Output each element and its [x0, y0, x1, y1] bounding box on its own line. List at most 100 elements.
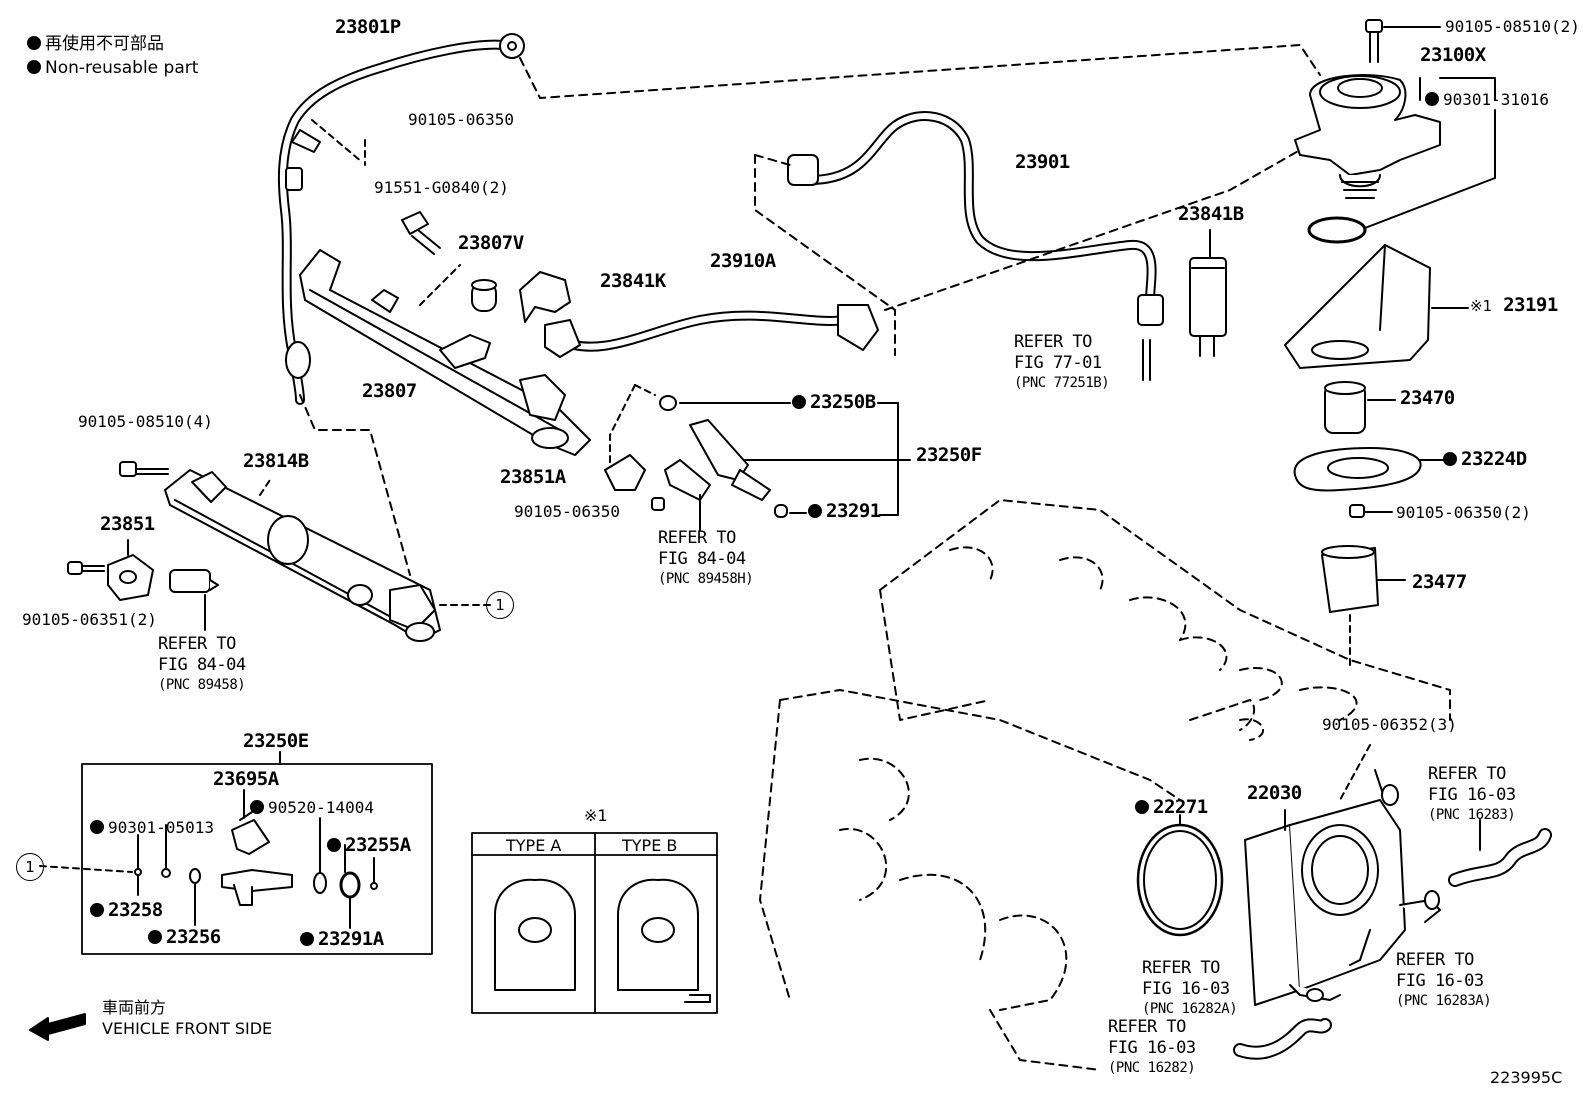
label-23224D[interactable]: 23224D: [1443, 450, 1527, 469]
label-23250F[interactable]: 23250F: [916, 444, 982, 466]
label-23851A[interactable]: 23851A: [500, 466, 566, 488]
label-23256[interactable]: 23256: [148, 928, 221, 947]
label-90105-06350-2[interactable]: 90105-06350(2): [1396, 503, 1531, 522]
type-box: [471, 832, 718, 1014]
non-reusable-dot-icon: [808, 504, 822, 518]
fuel-pressure-sensor-left: [169, 569, 219, 593]
label-90105-06350-top[interactable]: 90105-06350: [408, 110, 514, 129]
label-23814B[interactable]: 23814B: [243, 450, 309, 472]
bolt-90105-08510-2: [1365, 19, 1383, 63]
label-90105-08510-2[interactable]: 90105-08510(2): [1445, 17, 1580, 36]
non-reusable-dot-icon: [90, 903, 104, 917]
label-23250E[interactable]: 23250E: [243, 730, 309, 752]
label-23191[interactable]: ※1 23191: [1470, 294, 1558, 316]
label-23291A[interactable]: 23291A: [300, 930, 384, 949]
injector-kit-box: [81, 763, 433, 955]
label-90105-08510-4[interactable]: 90105-08510(4): [78, 412, 213, 431]
fuel-hose-23901: [787, 111, 1164, 326]
label-90105-06351[interactable]: 90105-06351(2): [22, 610, 157, 629]
label-23841K[interactable]: 23841K: [600, 270, 666, 292]
throttle-body-22030: [1244, 799, 1441, 1006]
label-23100X[interactable]: 23100X: [1420, 44, 1486, 66]
vehicle-front-en: VEHICLE FRONT SIDE: [102, 1019, 273, 1038]
non-reusable-dot-icon: [148, 930, 162, 944]
label-23807V[interactable]: 23807V: [458, 232, 524, 254]
circle-ref-marker: 1: [486, 591, 514, 619]
label-22271[interactable]: 22271: [1135, 798, 1208, 817]
fuel-hose-23910A: [544, 304, 879, 358]
delivery-pipe-23814B: [164, 469, 441, 642]
insulator-23851: [107, 554, 154, 601]
diagram-id: 223995C: [1490, 1068, 1563, 1087]
label-23291[interactable]: 23291: [808, 502, 881, 521]
bolt-90105-06350-mid: [651, 497, 665, 511]
non-reusable-dot-icon: [300, 932, 314, 946]
non-reusable-dot-icon: [27, 60, 41, 74]
label-90301-05013[interactable]: 90301-05013: [90, 820, 214, 836]
housing-23477: [1321, 545, 1379, 613]
fuel-pressure-sensor: [664, 459, 711, 501]
non-reusable-dot-icon: [327, 838, 341, 852]
clip-23841K: [519, 271, 571, 323]
bracket-23851A: [604, 454, 646, 491]
label-90105-06350-mid[interactable]: 90105-06350: [514, 502, 620, 521]
label-23255A[interactable]: 23255A: [327, 836, 411, 855]
engine-outline: [759, 499, 1451, 1071]
label-23910A[interactable]: 23910A: [710, 250, 776, 272]
circle-ref-marker: 1: [16, 853, 44, 881]
non-reusable-dot-icon: [27, 36, 41, 50]
vehicle-front-jp: 車両前方: [102, 998, 167, 1017]
label-23695A[interactable]: 23695A: [213, 768, 279, 790]
bolt-90105-06350-2: [1349, 504, 1365, 518]
non-reusable-dot-icon: [1425, 92, 1439, 106]
clamp-16283A: [1424, 890, 1440, 910]
non-reusable-dot-icon: [250, 800, 264, 814]
label-23250B[interactable]: 23250B: [792, 393, 876, 412]
clip-23841B: [1189, 257, 1227, 357]
label-90301-31016[interactable]: 90301-31016: [1425, 92, 1549, 108]
non-reusable-dot-icon: [90, 820, 104, 834]
type-box-note: ※1: [584, 806, 608, 825]
fuel-pump-23100X: [1294, 74, 1441, 199]
vehicle-front-arrow: [29, 1013, 86, 1041]
label-91551[interactable]: 91551-G0840(2): [374, 178, 509, 197]
label-90105-06352[interactable]: 90105-06352(3): [1322, 715, 1457, 734]
label-23477[interactable]: 23477: [1412, 571, 1467, 593]
o-ring-90301-31016: [1307, 216, 1367, 244]
fuel-pipe-23801P: [277, 33, 525, 405]
label-22030[interactable]: 22030: [1247, 782, 1302, 804]
bolt-90105-08510: [119, 461, 169, 477]
spacer-23807V: [471, 279, 497, 312]
label-23470[interactable]: 23470: [1400, 387, 1455, 409]
bolt-90105-06351: [67, 561, 105, 575]
type-b-header: TYPE B: [622, 836, 678, 855]
non-reusable-dot-icon: [792, 395, 806, 409]
label-90520-14004[interactable]: 90520-14004: [250, 800, 374, 816]
non-reusable-dot-icon: [1135, 800, 1149, 814]
label-23841B[interactable]: 23841B: [1178, 203, 1244, 225]
lifter-23470: [1324, 381, 1366, 434]
gasket-23224D: [1293, 447, 1422, 492]
legend-jp: 再使用不可部品: [27, 36, 164, 53]
label-23851[interactable]: 23851: [100, 513, 155, 535]
leader-dashes: [519, 44, 1321, 99]
label-23901[interactable]: 23901: [1015, 151, 1070, 173]
bolt-91551: [401, 211, 441, 255]
type-a-header: TYPE A: [506, 836, 562, 855]
bolt-90105-06352: [1374, 769, 1399, 806]
label-23258[interactable]: 23258: [90, 901, 163, 920]
label-23801P[interactable]: 23801P: [335, 16, 401, 38]
label-23807[interactable]: 23807: [362, 380, 417, 402]
fuel-rail-23807: [299, 249, 591, 456]
clamp-16282A: [1306, 988, 1324, 1002]
injector-23250F: [659, 395, 788, 518]
legend-en: Non-reusable part: [27, 60, 198, 77]
